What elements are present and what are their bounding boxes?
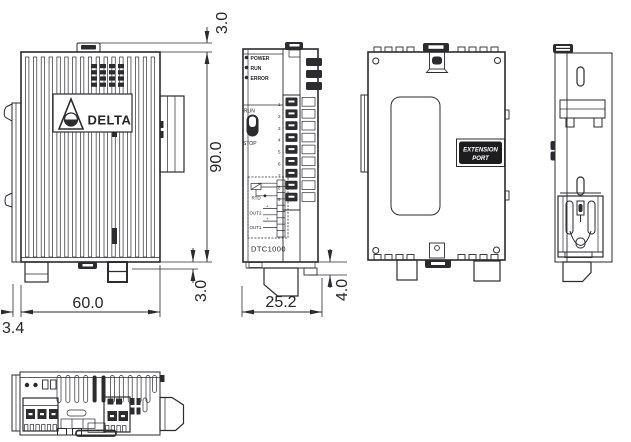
bottom-tabs [24, 261, 128, 283]
bottom-vent-right [130, 397, 148, 415]
svg-text:3: 3 [278, 126, 281, 131]
dim-rail-hook-offset: 3.4 [2, 320, 24, 337]
led-label-run: RUN [251, 66, 262, 72]
svg-text:+: + [266, 216, 269, 221]
svg-text:8: 8 [278, 185, 281, 190]
wiring-label-out2: OUT2 [250, 211, 262, 216]
svg-text:5: 5 [278, 150, 281, 155]
wiring-label-out1: OUT1 [250, 225, 262, 230]
top-clip [423, 43, 449, 73]
bottom-teeth [373, 254, 499, 261]
bottom-terminal-right [103, 396, 131, 433]
switch-label-run: RUN [244, 109, 255, 115]
run-led-icon [244, 65, 249, 70]
front-view: DELTA [3, 42, 185, 283]
extension-port-label: EXTENSION PORT [456, 138, 505, 167]
dimension-annotations: 3.0 90.0 3.0 60.0 3.4 25.2 4.0 [1, 12, 351, 337]
led-label-error: ERROR [251, 76, 269, 82]
rear-tab-right [473, 260, 501, 282]
svg-text:1: 1 [278, 102, 281, 107]
side-view [550, 44, 613, 283]
bottom-clip-tab [75, 429, 117, 437]
vent-slats [21, 56, 160, 258]
svg-text:7: 7 [278, 173, 281, 178]
front-panel-view: POWER RUN ERROR RUN STOP 1 2 3 4 5 6 7 8… [242, 42, 322, 297]
status-leds: POWER RUN ERROR [244, 55, 270, 82]
svg-text:PORT: PORT [472, 156, 490, 162]
delta-brand-text: DELTA [88, 113, 132, 128]
dim-bottom-lip: 3.0 [193, 280, 210, 302]
dim-depth: 25.2 [265, 294, 296, 311]
side-protrusion [159, 95, 185, 173]
bottom-vent-slots [56, 375, 157, 403]
svg-text:4: 4 [278, 138, 281, 143]
side-slot-lower [576, 176, 585, 196]
wiring-diagram: RTD + OUT2 + OUT1 [247, 176, 289, 239]
rear-tab-left [396, 259, 418, 281]
bottom-terminal-left [22, 397, 59, 432]
svg-text:6: 6 [278, 162, 281, 167]
svg-text:2: 2 [278, 114, 281, 119]
din-clip-mechanism [557, 192, 604, 258]
bottom-middle-features [57, 409, 106, 436]
side-slot-upper [576, 66, 585, 87]
dim-top-offset: 3.0 [214, 12, 231, 34]
terminal-cage [301, 97, 316, 202]
rear-recess [390, 96, 441, 216]
top-teeth [373, 46, 499, 53]
bottom-view [11, 371, 185, 437]
terminal-strip [282, 58, 322, 211]
dim-clip-protrusion: 4.0 [334, 279, 351, 301]
side-bottom-tab [562, 261, 592, 283]
terminal-numbers: 1 2 3 4 5 6 7 8 9 [278, 102, 281, 202]
delta-logo-icon: DELTA [52, 93, 133, 133]
led-label-power: POWER [251, 56, 270, 62]
panel-bottom [245, 262, 318, 297]
extension-connector-side [559, 99, 606, 128]
din-rail-plate [3, 102, 22, 263]
left-protrusion [360, 94, 369, 173]
error-led-icon [244, 75, 249, 80]
svg-text:+: + [266, 204, 269, 209]
bottom-connector [159, 396, 185, 432]
dim-width: 60.0 [72, 295, 103, 312]
side-top-clip [553, 44, 573, 53]
rear-view: EXTENSION PORT [360, 43, 510, 282]
model-label: DTC1000 [251, 245, 286, 254]
power-led-icon [244, 55, 249, 60]
run-stop-switch: RUN STOP [243, 109, 259, 147]
svg-text:EXTENSION: EXTENSION [463, 148, 498, 154]
screw-holes [372, 57, 501, 254]
bottom-clip [425, 242, 451, 268]
wiring-label-rtd: RTD [252, 196, 262, 201]
dim-height: 90.0 [208, 141, 225, 172]
switch-label-stop: STOP [243, 141, 257, 147]
svg-text:9: 9 [278, 197, 281, 202]
